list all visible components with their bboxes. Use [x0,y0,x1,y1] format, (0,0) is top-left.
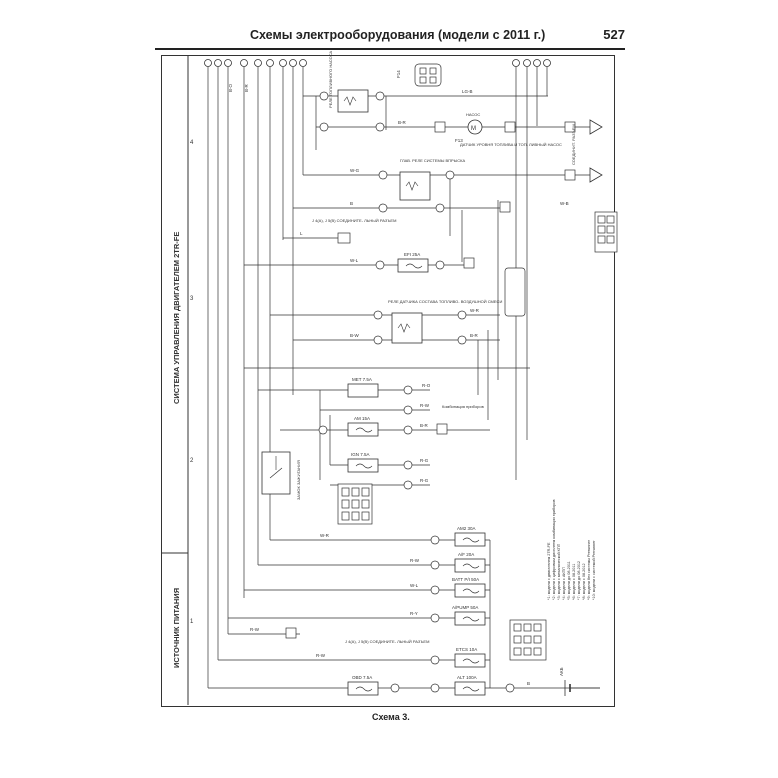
wire-label: R-G [420,478,429,483]
connector-faces [337,63,618,661]
wire-label-group: B-O B-R LG-B B-R W-G B W-B L W-L B-W B-R… [228,84,569,687]
label-fuel-sensor: ДАТЧИК УРОВНЯ ТОПЛИВА И ТОП- ЛИВНЫЙ НАСО… [460,142,562,147]
label-fuel-pump-relay: РЕЛЕ ТОПЛИВНОГО НАСОСА [328,50,333,108]
top-connectors-right [512,59,551,67]
relay-coils [343,96,419,333]
grid-number-2: 2 [190,458,194,464]
note: *6: модели с 08.2011 [572,564,576,600]
top-connectors-left [204,59,307,67]
label-f13: F13 [455,138,463,143]
wire-label: B-O [228,84,233,93]
wire-label: B-R [420,423,429,428]
fuse-symbols [355,263,480,692]
figure-caption: Схема 3. [372,712,410,722]
note: *4: модели с АКПП [562,567,566,600]
grid-number-3: 3 [190,296,194,302]
relays [337,89,431,344]
wire-label: B-W [350,333,360,338]
fuse-ign: IGN 7.5A [351,452,370,457]
wire-label: R-G [420,458,429,463]
note: *1: модели с двигателем 2TR-FE [547,542,551,600]
note: *9: модели без системы Prerunner [587,539,591,600]
label-main-relay: ГЛАВ. РЕЛЕ СИСТЕМЫ ВПРЫСКА [400,158,465,163]
wire-label: W-R [470,308,480,313]
fuse-alt: ALT 100A [457,675,477,680]
fuel-pump-motor: M [467,119,483,135]
fuse-batt: BATT P/I 50A [452,577,479,582]
wire-label: R-W [420,403,430,408]
fuse-labels: MET 7.5A AM 15A IGN 7.5A AM2 30A A/F 20A… [351,252,479,680]
wire-label: B-R [244,84,249,93]
wire-label: R-W [316,653,326,658]
fuse-am: AM 15A [354,416,370,421]
wire-label: W-G [350,168,360,173]
ignition-switch [261,451,291,495]
label-instrument-cluster: Комбинация приборов [442,404,484,409]
fuse-af: A/F 20A [458,552,474,557]
page-header: Схемы электрооборудования (модели с 2011… [155,26,625,50]
label-battery: АКБ [559,667,564,676]
label-ignition: ЗАМОК ЗАЖИГАНИЯ [296,460,301,500]
wire-label: B [350,201,353,206]
svg-text:M: M [471,126,476,132]
fuse-met: MET 7.5A [352,377,372,382]
note: *2: модели с цифровым дисплеем комбинаци… [552,499,556,600]
label-pump: НАСОС [466,112,480,117]
wire-label: R-O [422,383,431,388]
note: *7: модели до 08.2012 [577,561,581,600]
wire-label: W-L [350,258,359,263]
fuse-am2: AM2 30A [457,526,476,531]
wire-label: B-R [398,120,407,125]
header-title: Схемы электрооборудования (модели с 2011… [250,28,546,42]
wire-label: R-Y [410,611,418,616]
wire-label: R-W [250,627,260,632]
page-number: 527 [603,27,625,42]
label-joint-connector: СОЕДИНИТ. РАЗЪЕМ [571,124,576,165]
fuse-etcs: ETCS 10A [456,647,477,652]
note: *3: модели с механической КПП [557,543,561,600]
vertical-wires [207,67,548,688]
wire-label: W-L [410,583,419,588]
wire-label: B [527,681,530,686]
grid-number-1: 1 [190,619,194,625]
section-power-source: ИСТОЧНИК ПИТАНИЯ [172,588,181,668]
wire-label: L [300,231,303,236]
note: *5: модели до 08.2011 [567,561,571,600]
wire-label: W-B [560,201,569,206]
section-engine-control: СИСТЕМА УПРАВЛЕНИЯ ДВИГАТЕЛЕМ 2TR-FE [172,232,181,404]
note: *8: модели с 08.2012 [582,563,586,600]
fuse-efi: EFI 25A [404,252,420,257]
wire-label: W-R [320,533,330,538]
wire-label: LG-B [462,89,473,94]
pin-blocks [285,121,576,639]
grid-number-4: 4 [190,140,194,146]
inline-connectors [318,91,515,693]
label-connector-j2: J 4(A), J 5(B) СОЕДИНИТЕ- ЛЬНЫЙ РАЗЪЕМ [345,639,429,644]
footnotes: *1: модели с двигателем 2TR-FE *2: модел… [547,499,596,600]
wire-label: R-W [410,558,420,563]
label-connector-j: J 4(A), J 5(B) СОЕДИНИТЕ- ЛЬНЫЙ РАЗЪЕМ [312,218,396,223]
label-f14: F14 [396,70,401,78]
fuse-apump: A/PUMP 50A [452,605,478,610]
battery-symbol [564,680,600,696]
diagram-frame [161,55,615,707]
note: *10: модели с системой Prerunner [592,540,596,600]
wire-label: B-R [470,333,479,338]
label-af-relay: РЕЛЕ ДАТЧИКА СОСТАВА ТОПЛИВО- ВОЗДУШНОЙ … [388,299,502,304]
ecu-terminals [589,119,603,183]
fuse-obd: OBD 7.5A [352,675,372,680]
